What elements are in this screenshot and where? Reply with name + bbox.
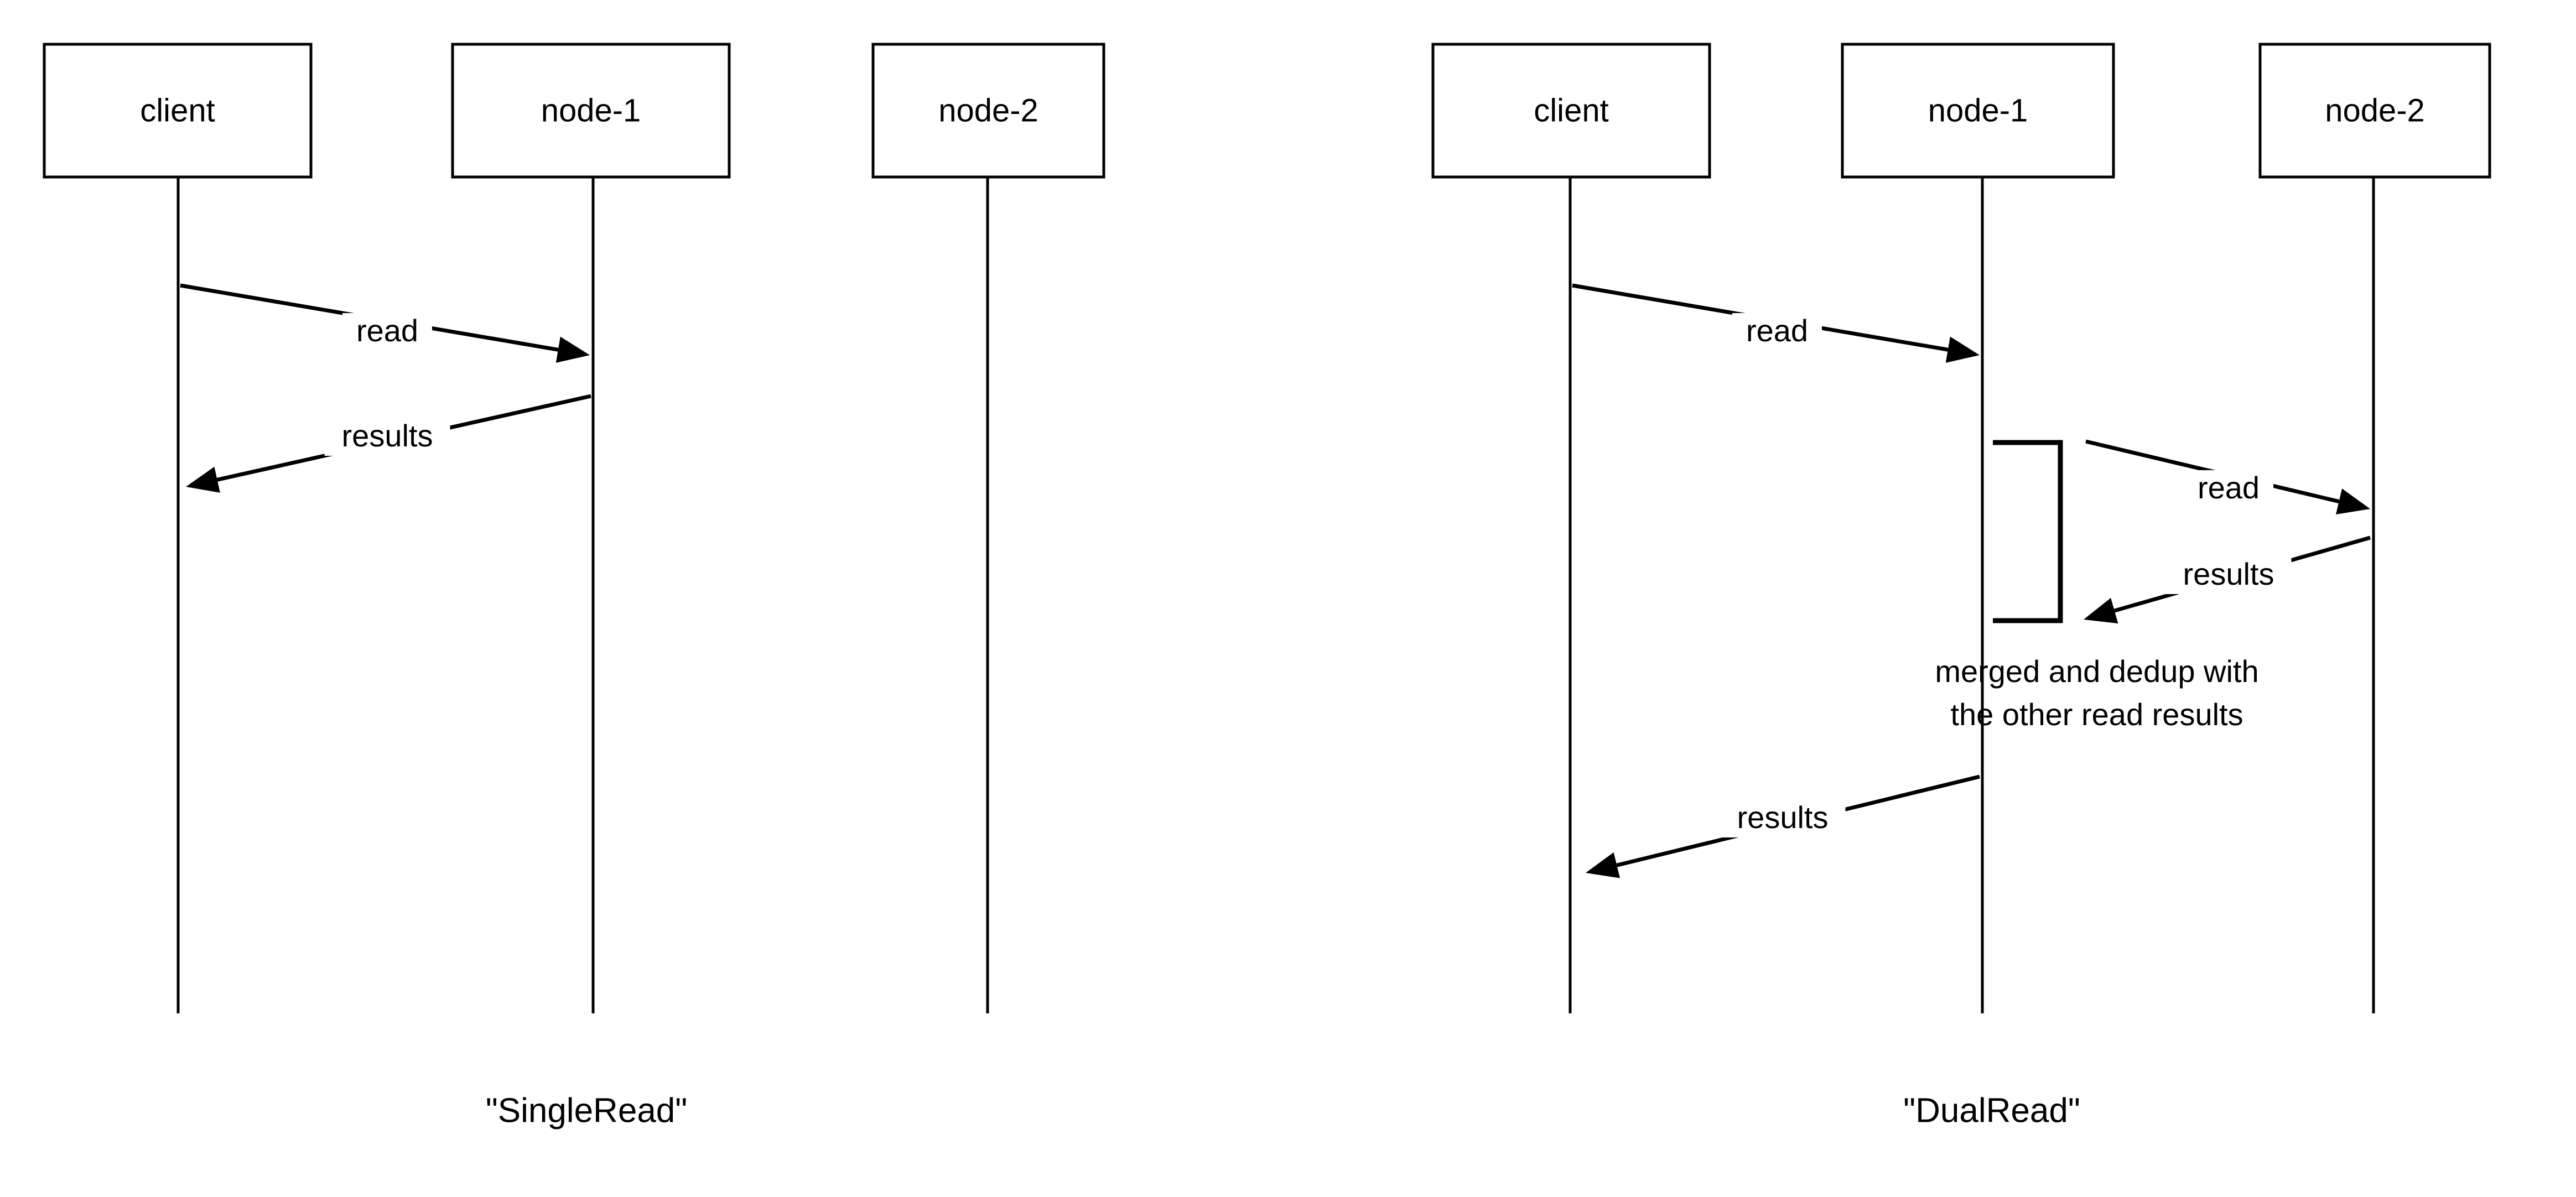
participant-box-client [43, 43, 313, 179]
message-results-3-dual-read: results [1586, 774, 1980, 878]
message-label-results-3: results [1737, 800, 1829, 835]
participant-client-single-read: client [43, 43, 313, 1013]
note-line-0-1-dual-read: the other read results [1950, 697, 2243, 732]
diagram-caption-dual-read: "DualRead" [1903, 1091, 2080, 1130]
message-read-0-dual-read: read [1572, 283, 1980, 363]
message-label-bg-2 [2165, 556, 2292, 594]
message-label-results-1: results [342, 418, 433, 453]
message-read-0-single-read: read [180, 283, 590, 363]
participant-node-2-single-read: node-2 [871, 43, 1105, 1013]
message-label-read-1: read [2198, 470, 2260, 505]
message-arrowhead-1 [2336, 488, 2370, 514]
message-label-read-0: read [356, 313, 418, 348]
message-label-results-2: results [2183, 556, 2274, 591]
message-results-2-dual-read: results [2084, 535, 2371, 624]
message-label-bg-3 [1720, 800, 1846, 837]
message-arrowhead-2 [2084, 597, 2118, 624]
message-arrowhead-1 [186, 466, 220, 493]
participant-label-node-1: node-1 [1928, 92, 2028, 128]
message-results-1-single-read: results [186, 394, 591, 493]
participant-box-node-1 [1841, 43, 2115, 179]
participant-label-node-1: node-1 [541, 92, 641, 128]
participant-label-node-2: node-2 [2325, 92, 2425, 128]
participant-label-client: client [1534, 92, 1608, 128]
message-label-bg-0 [342, 313, 432, 351]
participant-node-2-dual-read: node-2 [2258, 43, 2491, 1013]
diagram-caption-single-read: "SingleRead" [486, 1091, 688, 1130]
message-arrowhead-3 [1586, 852, 1621, 878]
note-line-0-0-dual-read: merged and dedup with [1935, 654, 2258, 689]
message-arrowhead-0 [555, 336, 590, 363]
participant-box-client [1431, 43, 1711, 179]
participant-label-node-2: node-2 [938, 92, 1038, 128]
sequence-diagram-dual-read: client node-1 node-2 read read results results… [1431, 43, 2491, 1130]
message-read-1-dual-read: read [2085, 439, 2370, 514]
participant-node-1-single-read: node-1 [451, 43, 731, 1013]
message-label-bg-1 [324, 418, 450, 456]
sequence-diagram-single-read: client node-1 node-2 read results "SingleRead… [43, 43, 1105, 1130]
message-label-bg-0 [1732, 313, 1822, 351]
message-arrowhead-0 [1945, 336, 1980, 363]
participant-box-node-1 [451, 43, 731, 179]
diagram-groups: client node-1 node-2 read results "SingleRead… [43, 43, 2491, 1130]
message-label-read-0: read [1746, 313, 1808, 348]
message-label-bg-1 [2184, 470, 2273, 508]
participant-node-1-dual-read: node-1 [1841, 43, 2115, 1013]
participant-box-node-2 [871, 43, 1105, 179]
participant-client-dual-read: client [1431, 43, 1711, 1013]
activation-bracket-0-dual-read [1993, 440, 2063, 623]
participant-label-client: client [140, 92, 215, 128]
